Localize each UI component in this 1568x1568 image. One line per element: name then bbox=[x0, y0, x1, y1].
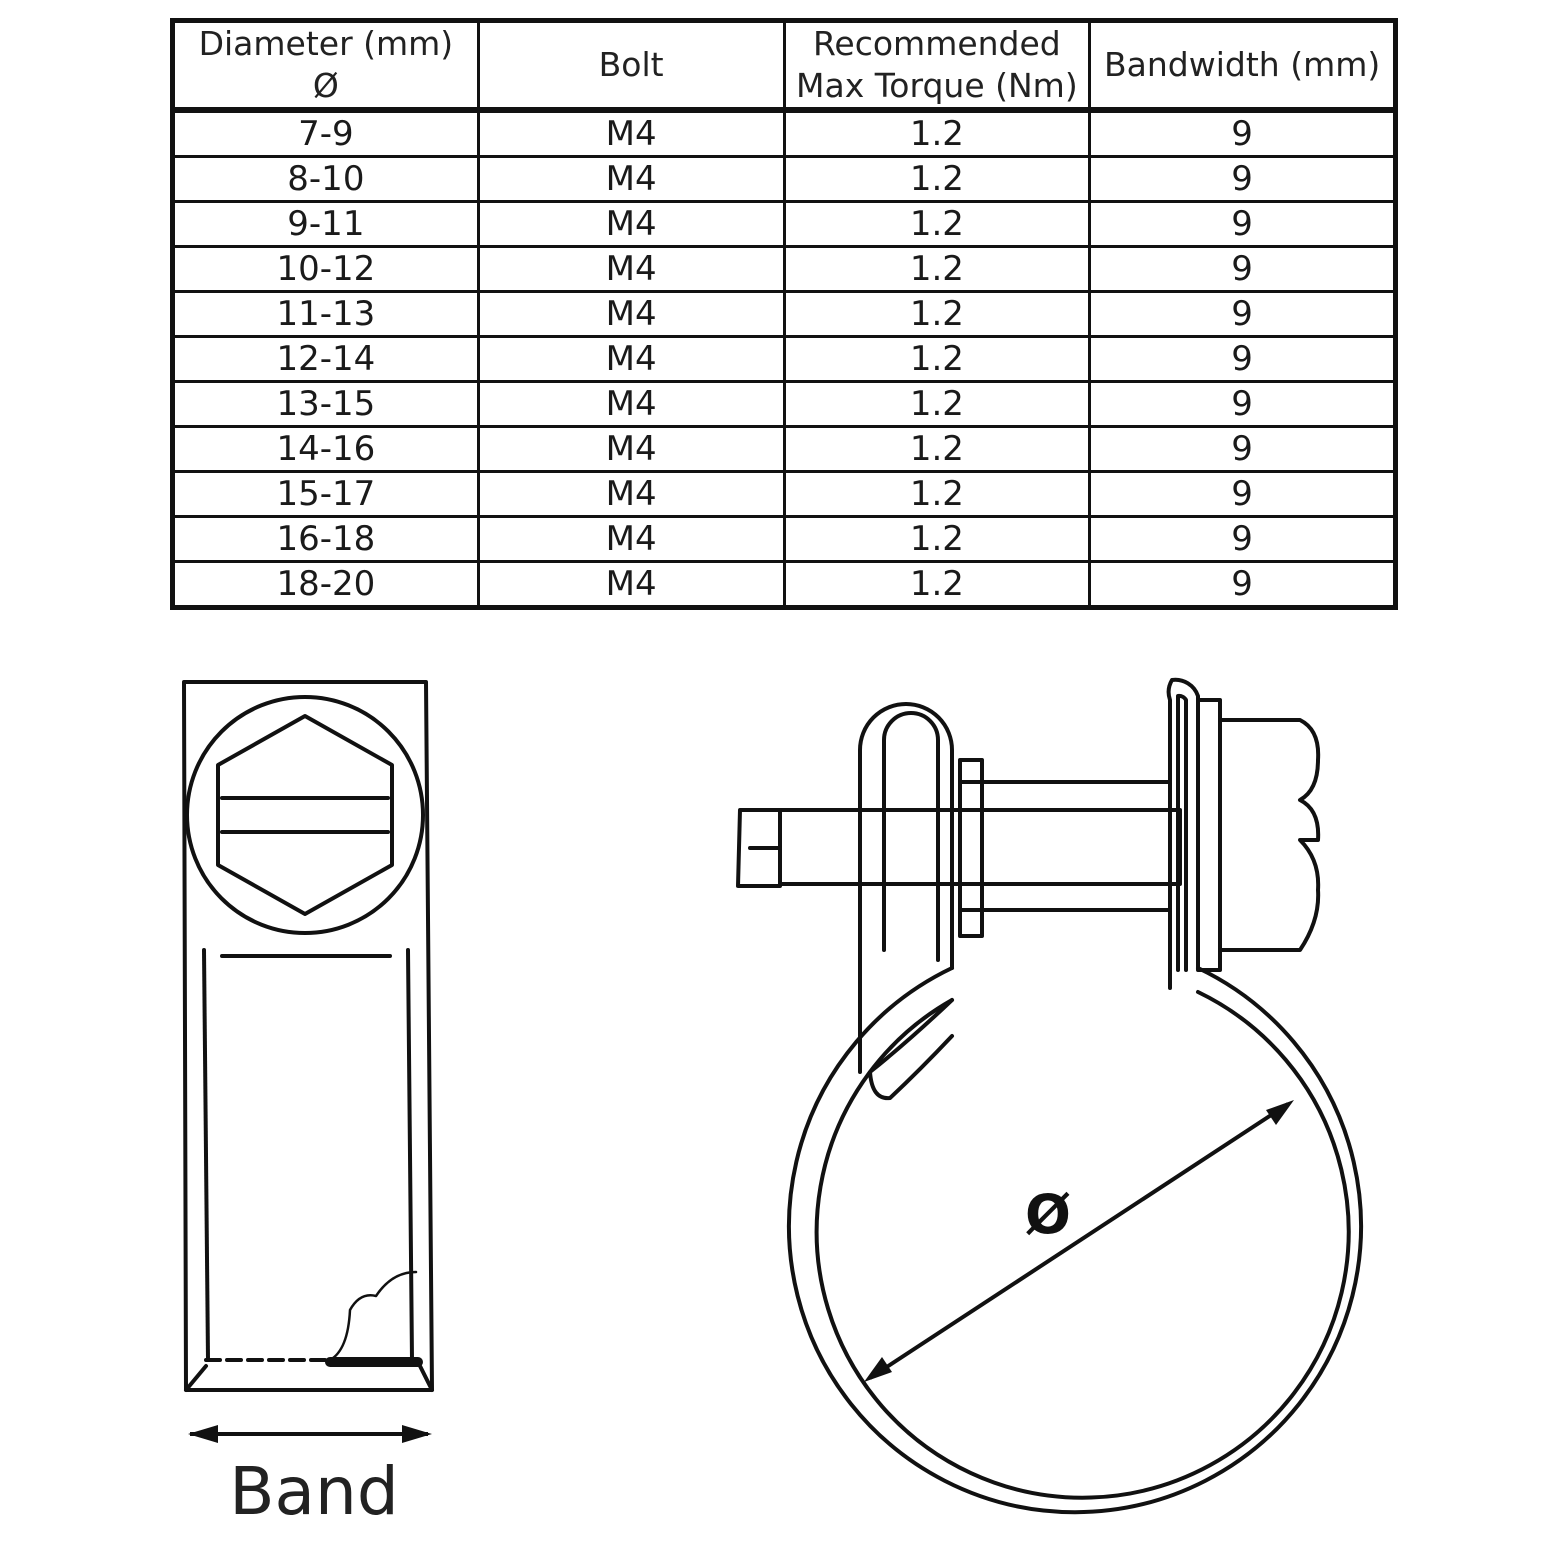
cell-bandwidth: 9 bbox=[1088, 245, 1397, 293]
cell-diameter: 9-11 bbox=[171, 200, 480, 248]
cell-torque: 1.2 bbox=[782, 425, 1092, 473]
cell-bolt: M4 bbox=[476, 560, 786, 609]
clamp-front-view-drawing bbox=[736, 677, 1363, 1515]
cell-bolt: M4 bbox=[476, 155, 786, 203]
cell-diameter: 14-16 bbox=[171, 425, 480, 473]
band-bottom-right bbox=[418, 1364, 434, 1392]
cell-torque: 1.2 bbox=[782, 155, 1092, 203]
cell-diameter: 12-14 bbox=[171, 335, 480, 383]
cell-bolt: M4 bbox=[476, 200, 786, 248]
cell-bandwidth: 9 bbox=[1088, 470, 1397, 518]
cell-bandwidth: 9 bbox=[1088, 335, 1397, 383]
right-ear-inner bbox=[1176, 693, 1188, 972]
band-body-outline bbox=[182, 680, 434, 1392]
table-header: Diameter (mm) Ø Bolt Recommended Max Tor… bbox=[171, 19, 1397, 113]
header-torque-line2: Max Torque (Nm) bbox=[796, 66, 1078, 105]
cell-torque: 1.2 bbox=[782, 380, 1092, 428]
clamp-side-view-drawing bbox=[182, 680, 434, 1443]
cell-torque: 1.2 bbox=[782, 335, 1092, 383]
left-ear-inner bbox=[882, 711, 940, 962]
cell-diameter: 18-20 bbox=[171, 560, 480, 609]
header-bolt: Bolt bbox=[476, 19, 786, 113]
header-bandwidth-label: Bandwidth (mm) bbox=[1104, 45, 1381, 84]
band-overlap-tab bbox=[868, 998, 954, 1101]
strap-left-inner bbox=[202, 948, 210, 1362]
cell-diameter: 8-10 bbox=[171, 155, 480, 203]
cell-torque: 1.2 bbox=[782, 245, 1092, 293]
band-cut-edge bbox=[328, 1270, 418, 1362]
cell-torque: 1.2 bbox=[782, 515, 1092, 563]
left-ear-outer bbox=[858, 702, 954, 1074]
washer bbox=[958, 758, 984, 938]
cell-torque: 1.2 bbox=[782, 108, 1092, 158]
band-outer-circle bbox=[787, 966, 1363, 1515]
cell-diameter: 10-12 bbox=[171, 245, 480, 293]
header-diameter-label: Diameter (mm) bbox=[198, 24, 454, 63]
cell-bandwidth: 9 bbox=[1088, 425, 1397, 473]
cell-bandwidth: 9 bbox=[1088, 108, 1397, 158]
strap-right-inner bbox=[406, 948, 414, 1362]
band-label: Band bbox=[229, 1453, 399, 1530]
cell-diameter: 13-15 bbox=[171, 380, 480, 428]
cell-bolt: M4 bbox=[476, 245, 786, 293]
header-diameter-symbol: Ø bbox=[312, 66, 339, 105]
cell-bolt: M4 bbox=[476, 515, 786, 563]
nut-washer bbox=[1196, 698, 1222, 972]
header-row: Diameter (mm) Ø Bolt Recommended Max Tor… bbox=[171, 19, 1397, 113]
band-bottom-left bbox=[184, 1364, 208, 1392]
cell-bolt: M4 bbox=[476, 470, 786, 518]
header-torque: Recommended Max Torque (Nm) bbox=[782, 19, 1092, 113]
cell-bandwidth: 9 bbox=[1088, 290, 1397, 338]
header-bandwidth: Bandwidth (mm) bbox=[1088, 19, 1397, 113]
right-ear-outer bbox=[1166, 677, 1200, 990]
cell-bandwidth: 9 bbox=[1088, 380, 1397, 428]
nut-body bbox=[1218, 718, 1321, 952]
band-inner-circle bbox=[814, 990, 1351, 1500]
spec-table: Diameter (mm) Ø Bolt Recommended Max Tor… bbox=[170, 18, 1398, 610]
cell-torque: 1.2 bbox=[782, 560, 1092, 609]
hex-nut bbox=[216, 714, 394, 916]
cell-diameter: 11-13 bbox=[171, 290, 480, 338]
bolt-head-circle bbox=[185, 695, 425, 935]
cell-torque: 1.2 bbox=[782, 200, 1092, 248]
diameter-symbol: Ø bbox=[1025, 1183, 1071, 1246]
cell-bolt: M4 bbox=[476, 335, 786, 383]
band-width-arrow bbox=[188, 1425, 432, 1443]
cell-bolt: M4 bbox=[476, 290, 786, 338]
header-diameter: Diameter (mm) Ø bbox=[171, 19, 480, 113]
cell-bolt: M4 bbox=[476, 380, 786, 428]
cell-bolt: M4 bbox=[476, 425, 786, 473]
cell-torque: 1.2 bbox=[782, 290, 1092, 338]
bolt-tip bbox=[736, 808, 782, 888]
cell-diameter: 7-9 bbox=[171, 108, 480, 158]
diameter-arrow bbox=[864, 1100, 1294, 1382]
cell-bandwidth: 9 bbox=[1088, 155, 1397, 203]
cell-diameter: 16-18 bbox=[171, 515, 480, 563]
cell-bandwidth: 9 bbox=[1088, 200, 1397, 248]
header-bolt-label: Bolt bbox=[598, 45, 664, 84]
header-torque-line1: Recommended bbox=[812, 24, 1061, 63]
cell-diameter: 15-17 bbox=[171, 470, 480, 518]
cell-bolt: M4 bbox=[476, 108, 786, 158]
cell-bandwidth: 9 bbox=[1088, 515, 1397, 563]
cell-torque: 1.2 bbox=[782, 470, 1092, 518]
cell-bandwidth: 9 bbox=[1088, 560, 1397, 609]
